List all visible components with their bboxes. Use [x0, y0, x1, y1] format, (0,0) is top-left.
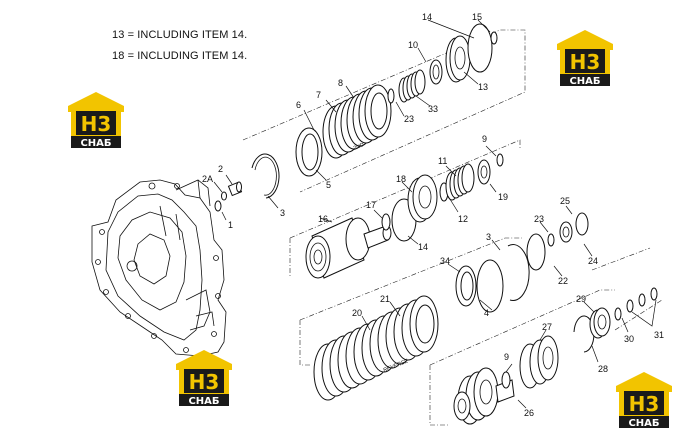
callout-9-bottom: 9 — [504, 352, 509, 362]
part-13-piston-top — [445, 35, 471, 83]
part-9-snap-ring-middle — [496, 153, 504, 167]
watermark-logo-left: H3 СНАБ — [68, 92, 124, 149]
part-1-ring — [214, 200, 222, 212]
callout-5: 5 — [326, 180, 331, 190]
part-24-bearing — [559, 221, 573, 243]
callout-8: 8 — [338, 78, 343, 88]
part-15-ring-top — [490, 31, 498, 45]
callout-14-middle: 14 — [418, 242, 428, 252]
callout-7: 7 — [316, 90, 321, 100]
svg-text:СНАБ: СНАБ — [569, 76, 600, 87]
part-23-ring-top — [387, 88, 395, 104]
callout-31: 31 — [654, 330, 664, 340]
callout-12: 12 — [458, 214, 468, 224]
part-3-snap-ring-lower — [507, 244, 530, 302]
callout-25: 25 — [560, 196, 570, 206]
callout-27: 27 — [542, 322, 552, 332]
callout-33: 33 — [428, 104, 438, 114]
callout-2A: 2A — [202, 174, 213, 184]
note-item-18: 18 = INCLUDING ITEM 14. — [112, 50, 248, 62]
part-19-retainer — [477, 159, 491, 185]
callout-24: 24 — [588, 256, 598, 266]
axis-line-31 — [614, 299, 663, 331]
callout-9-middle: 9 — [482, 134, 487, 144]
callout-23-lower: 23 — [534, 214, 544, 224]
callout-17: 17 — [366, 200, 376, 210]
part-10-washer — [429, 59, 443, 85]
part-16-clutch-drum — [305, 217, 392, 279]
callout-numbers: 1 2 2A 3 5 6 7 8 23 33 10 13 14 15 16 17… — [202, 12, 664, 418]
callout-3-lower: 3 — [486, 232, 491, 242]
callout-18: 18 — [396, 174, 406, 184]
callout-6: 6 — [296, 100, 301, 110]
transmission-housing — [91, 179, 227, 357]
part-2-roller — [227, 181, 243, 197]
svg-text:СНАБ: СНАБ — [628, 418, 659, 429]
svg-text:H3: H3 — [629, 392, 660, 416]
svg-text:СНАБ: СНАБ — [80, 138, 111, 149]
watermark-logo-bottom-right: H3 СНАБ — [616, 372, 672, 429]
part-2A-pin — [221, 191, 227, 201]
callout-29: 29 — [576, 294, 586, 304]
callout-34: 34 — [440, 256, 450, 266]
note-item-13: 13 = INCLUDING ITEM 14. — [112, 29, 248, 41]
part-33-spring — [398, 69, 426, 103]
part-3-snap-ring-upper — [251, 153, 280, 199]
callout-30: 30 — [624, 334, 634, 344]
svg-text:H3: H3 — [189, 370, 220, 394]
callout-28: 28 — [598, 364, 608, 374]
callout-21: 21 — [380, 294, 390, 304]
part-26-gear-shaft — [453, 367, 515, 425]
part-22-ring — [526, 233, 546, 271]
leader-lines — [213, 19, 657, 409]
part-11-spring — [445, 163, 475, 201]
svg-text:H3: H3 — [81, 112, 112, 136]
axis-line-24 — [591, 247, 651, 271]
assembly-frame-middle — [289, 139, 521, 278]
part-27-gear — [519, 335, 559, 389]
callout-22: 22 — [558, 276, 568, 286]
part-17-ring — [381, 213, 391, 231]
part-9-snap-ring-bottom — [501, 371, 511, 389]
part-7-8-second-clutch-springs: 2ND — [322, 84, 392, 159]
part-5-friction-ring — [295, 127, 323, 177]
watermark-logo-top-right: H3 СНАБ — [557, 30, 613, 87]
assembly-frame-top — [242, 29, 526, 193]
callout-1: 1 — [228, 220, 233, 230]
svg-text:H3: H3 — [570, 50, 601, 74]
callout-16: 16 — [318, 214, 328, 224]
part-4-snap-ring — [476, 259, 504, 313]
callout-15: 15 — [472, 12, 482, 22]
callout-11: 11 — [438, 156, 447, 166]
part-23-ring-lower — [547, 233, 555, 247]
part-14-ring-top — [467, 23, 493, 73]
part-20-21-reverse-clutch-springs: REVERSE — [313, 295, 439, 401]
callout-4: 4 — [484, 308, 489, 318]
spring-label-2nd: 2ND — [352, 142, 365, 152]
watermark-logo-bottom-left: H3 СНАБ — [176, 350, 232, 407]
part-31-rings — [626, 287, 658, 313]
svg-text:СНАБ: СНАБ — [188, 396, 219, 407]
assembly-frame-bottom — [429, 289, 615, 426]
assembly-frame-lower — [299, 237, 522, 366]
callout-26: 26 — [524, 408, 534, 418]
part-30-washer — [614, 307, 622, 321]
callout-14-top: 14 — [422, 12, 432, 22]
callout-19: 19 — [498, 192, 508, 202]
callout-2: 2 — [218, 164, 223, 174]
callout-23-top: 23 — [404, 114, 414, 124]
callout-20: 20 — [352, 308, 362, 318]
callout-13: 13 — [478, 82, 488, 92]
callout-10: 10 — [408, 40, 418, 50]
callout-3-upper: 3 — [280, 208, 285, 218]
part-18-piston — [407, 174, 438, 223]
part-25-ring — [575, 212, 589, 236]
part-29-bearing — [589, 307, 611, 339]
part-34-friction-ring — [455, 265, 477, 307]
